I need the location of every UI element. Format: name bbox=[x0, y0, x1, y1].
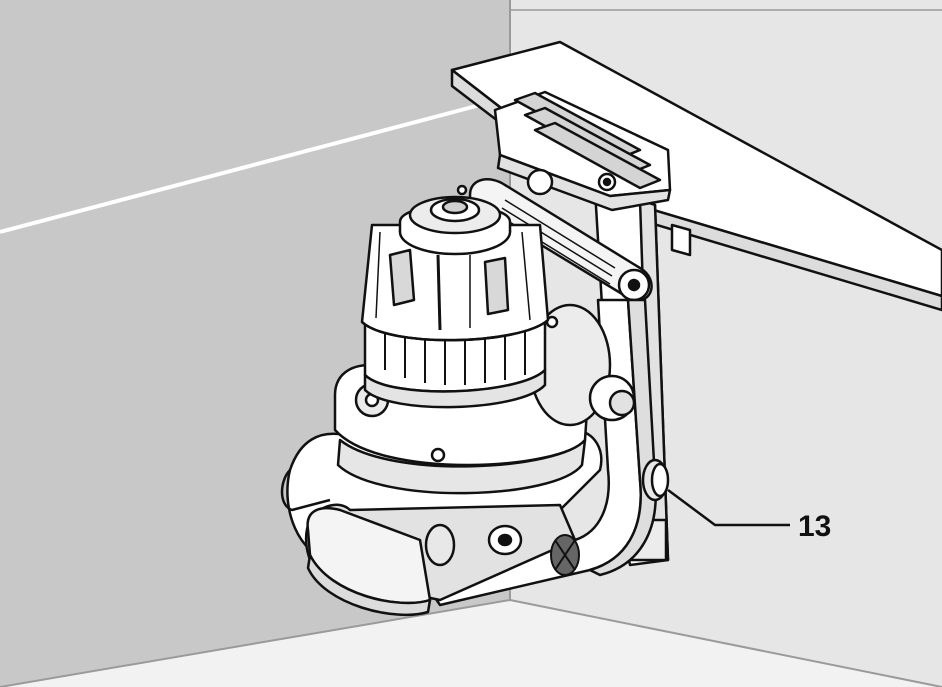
laser-line bbox=[0, 103, 481, 234]
bottom-adjustment-wheel bbox=[550, 534, 580, 576]
laser-head-cap bbox=[398, 184, 512, 256]
callout-13: 13 bbox=[667, 488, 831, 543]
mount-disk bbox=[528, 303, 636, 427]
callout-leader-line bbox=[667, 488, 790, 527]
base-plate bbox=[306, 506, 432, 616]
floor-line bbox=[509, 599, 942, 687]
laser-window-right bbox=[483, 256, 510, 316]
adjustment-knob bbox=[641, 458, 670, 502]
clamp-ribs bbox=[513, 91, 662, 190]
mount-handle bbox=[468, 178, 653, 302]
laser-head bbox=[360, 223, 550, 342]
floor-line-left bbox=[0, 599, 511, 687]
shelf-clamp bbox=[493, 90, 672, 212]
laser-window-left bbox=[388, 248, 416, 307]
callout-label: 13 bbox=[798, 510, 831, 543]
floor bbox=[0, 600, 942, 687]
